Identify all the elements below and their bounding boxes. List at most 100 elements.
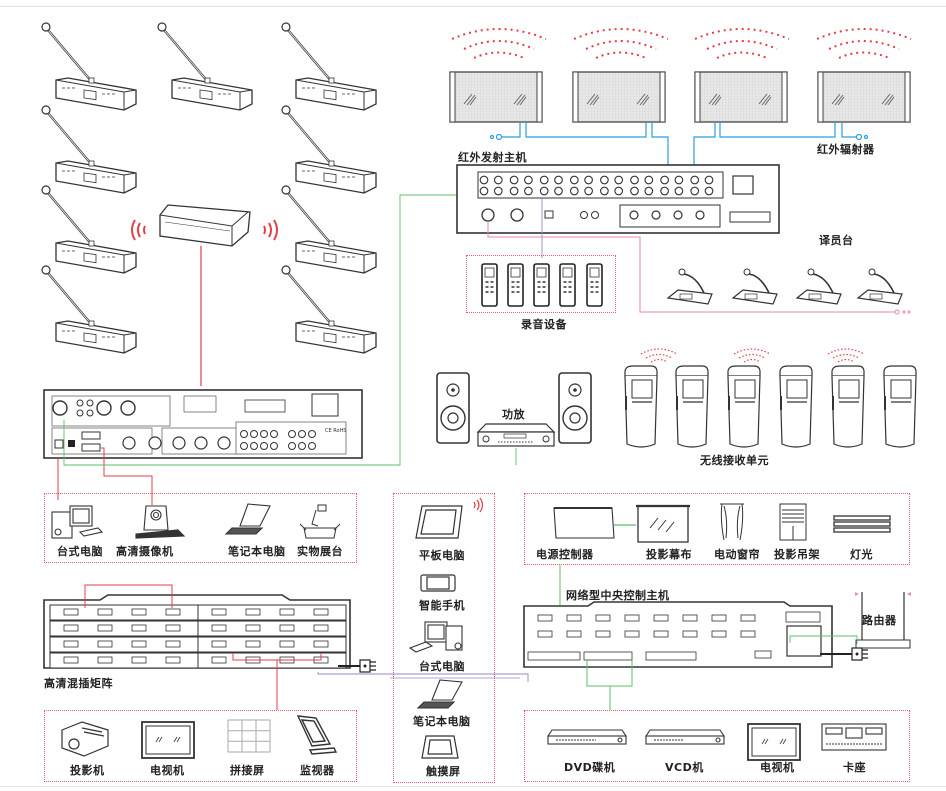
controlled-device-label: 电动窗帘 <box>714 548 760 561</box>
port <box>690 186 700 196</box>
port <box>279 640 295 648</box>
ir-radiators <box>449 28 912 123</box>
port <box>704 186 714 196</box>
port <box>711 630 727 638</box>
controlled-device-label: 灯光 <box>850 548 873 561</box>
port <box>539 186 549 196</box>
port <box>682 614 698 622</box>
port <box>524 175 533 185</box>
projection-screen-icon <box>636 504 690 543</box>
recording-devices-group <box>466 255 616 313</box>
projector-lift-icon <box>779 503 807 541</box>
wireless-receivers <box>624 348 917 448</box>
port <box>584 186 593 196</box>
port <box>660 186 669 196</box>
conference-unit <box>40 104 138 195</box>
output-label: 电视机 <box>150 764 185 777</box>
input-source-label: 台式电脑 <box>57 545 103 558</box>
ir-radiator <box>572 71 666 123</box>
lighting-icon <box>833 515 891 533</box>
port <box>63 640 79 648</box>
conference-unit <box>280 104 378 195</box>
port <box>313 640 329 648</box>
port <box>63 608 79 616</box>
ir-radiator <box>817 71 911 123</box>
port <box>165 624 181 632</box>
port <box>245 640 261 648</box>
port <box>279 608 295 616</box>
amplifier <box>476 423 556 447</box>
conference-unit <box>40 184 138 275</box>
central-controller-label: 网络型中央控制主机 <box>566 589 670 602</box>
port <box>479 175 489 185</box>
port <box>537 630 553 638</box>
cassette-deck-icon <box>821 723 887 751</box>
document-camera-icon <box>299 504 341 539</box>
port <box>711 614 727 622</box>
laptop-icon <box>416 679 463 709</box>
port <box>584 175 593 185</box>
desktop-computer-icon <box>51 505 104 539</box>
control-terminal-label: 台式电脑 <box>419 660 465 673</box>
port <box>165 608 181 616</box>
conference-unit <box>280 21 378 112</box>
speaker-left <box>436 372 470 444</box>
port <box>653 630 669 638</box>
port <box>509 186 519 196</box>
input-sources-group <box>44 493 357 563</box>
port <box>653 614 669 622</box>
controlled-device-label: 投影吊架 <box>774 548 820 561</box>
recording-devices-label: 录音设备 <box>521 318 567 331</box>
port <box>614 175 624 185</box>
port <box>660 175 669 185</box>
port <box>644 175 654 185</box>
port <box>614 186 624 196</box>
conference-unit <box>280 264 378 355</box>
hd-matrix-switcher <box>43 594 351 669</box>
touch-panel-icon <box>421 735 459 759</box>
power-plug-icon <box>338 659 376 673</box>
controlled-device-label: 投影幕布 <box>646 548 692 561</box>
ir-radiator <box>694 71 788 123</box>
power-controller-icon <box>553 507 615 539</box>
red-cable <box>101 447 153 505</box>
port <box>690 175 700 185</box>
port <box>493 186 503 196</box>
port <box>211 640 227 648</box>
port <box>165 656 181 664</box>
router-icon <box>855 592 911 649</box>
av-players-group <box>524 710 910 782</box>
port <box>211 624 227 632</box>
port <box>704 175 714 185</box>
controlled-device-label: 电源控制器 <box>536 548 594 561</box>
port <box>624 630 640 638</box>
output-label: 拼接屏 <box>230 764 265 777</box>
av-player-label: 卡座 <box>843 761 866 774</box>
port <box>211 608 227 616</box>
input-source-label: 实物展台 <box>297 545 343 558</box>
conference-unit <box>156 21 254 112</box>
port <box>63 656 79 664</box>
port <box>569 175 579 185</box>
port <box>131 624 147 632</box>
controlled-devices-group <box>524 493 910 565</box>
input-source-label: 笔记本电脑 <box>228 545 286 558</box>
hd-camera-icon <box>135 505 186 539</box>
purple-cable <box>317 672 529 682</box>
vcd-player-icon <box>644 729 726 745</box>
port <box>554 175 563 185</box>
port <box>493 175 503 185</box>
conference-main-unit: CE RoHS <box>43 389 363 459</box>
port <box>600 175 609 185</box>
conference-unit <box>40 21 138 112</box>
red-cable <box>232 653 322 710</box>
av-player-label: DVD碟机 <box>564 761 616 774</box>
wireless-access-point <box>159 204 251 247</box>
router-label: 路由器 <box>862 614 897 627</box>
input-source-label: 高清摄像机 <box>116 545 174 558</box>
control-terminal-label: 笔记本电脑 <box>413 715 471 728</box>
outputs-group <box>44 710 357 782</box>
green-cable <box>63 194 458 466</box>
port <box>211 656 227 664</box>
